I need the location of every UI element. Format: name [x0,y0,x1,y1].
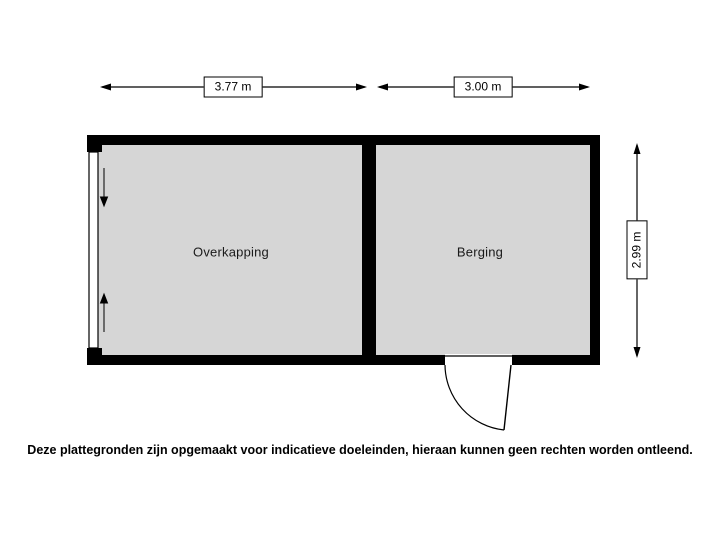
dimension-label-height: 2.99 m [626,220,648,280]
dimension-label-berging-width: 3.00 m [453,76,513,98]
dimension-label-overkapping-width: 3.77 m [203,76,263,98]
wall-right [590,135,600,365]
room-label-berging: Berging [456,244,504,260]
wall-top [90,135,600,145]
post-top-left [87,135,102,152]
room-label-overkapping: Overkapping [193,244,269,260]
opening-direction-arrows [99,168,109,332]
post-bottom-left [87,348,102,365]
floor-area [95,140,595,360]
door [444,354,512,431]
wall-bottom-left-segment [90,355,445,365]
door-swing-arc [444,364,505,431]
open-side-left [88,151,99,349]
disclaimer-text: Deze plattegronden zijn opgemaakt voor i… [27,443,693,457]
door-leaf [503,364,512,431]
wall-divider [362,135,376,365]
arrow-down-head [99,196,109,208]
wall-bottom-right-segment [512,355,600,365]
door-opening [445,354,512,366]
arrow-up-head [99,292,109,304]
